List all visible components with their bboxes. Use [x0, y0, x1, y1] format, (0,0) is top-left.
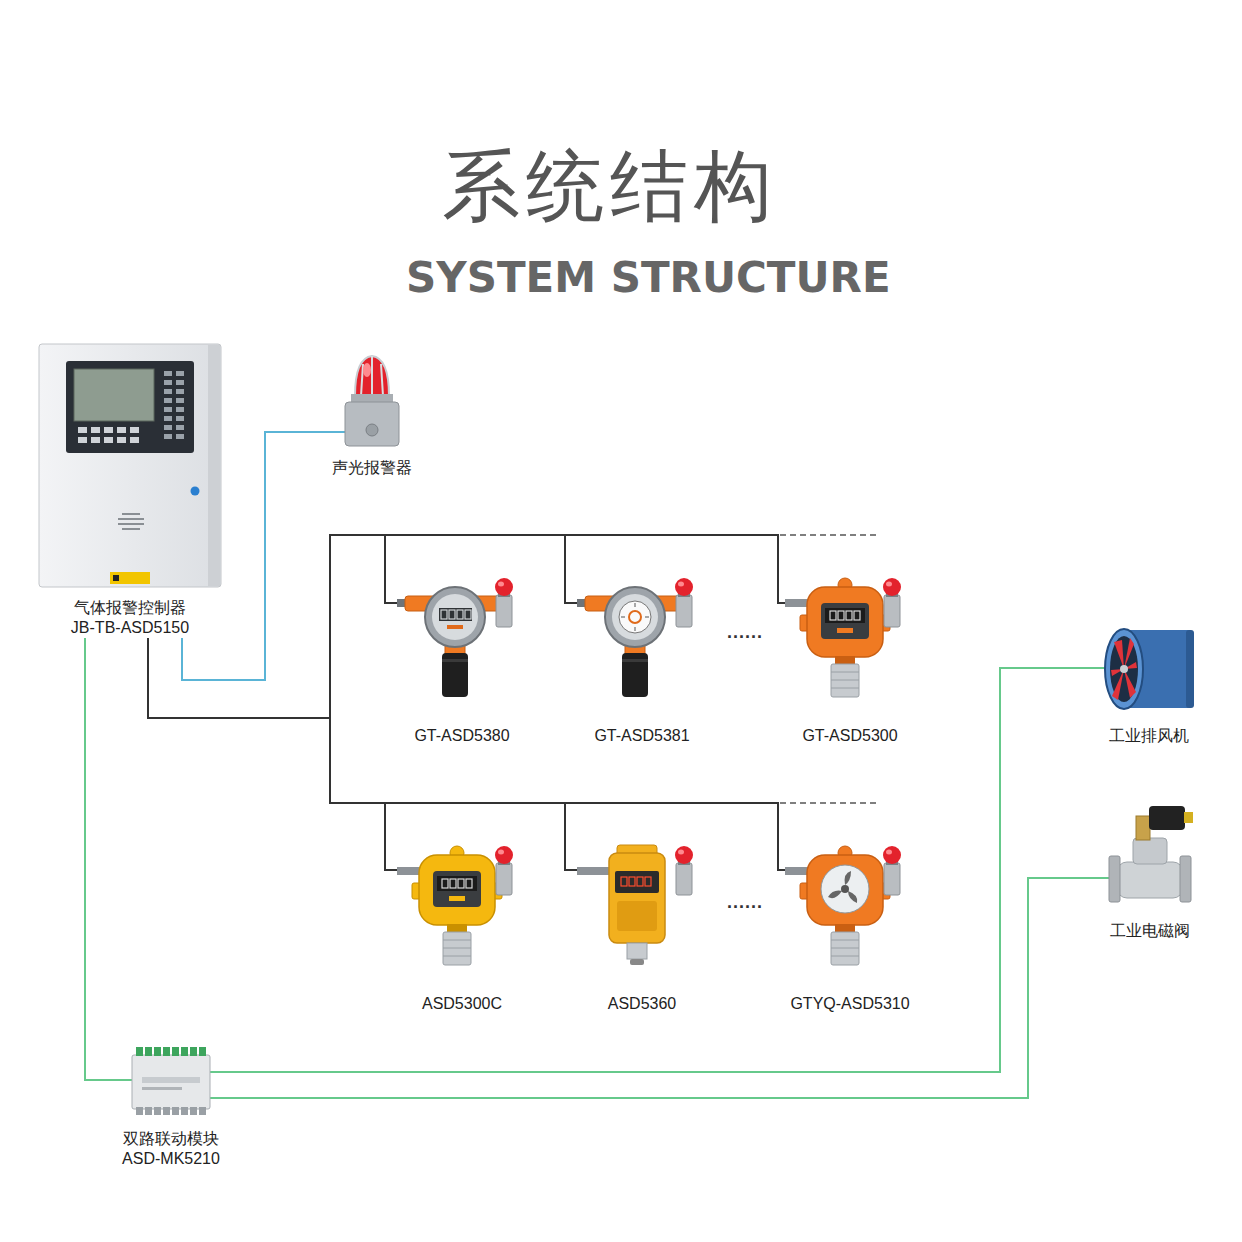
- valve-icon: [1105, 798, 1195, 908]
- bar-digital-icon: [397, 575, 527, 700]
- device-name: GT-ASD5381: [594, 726, 689, 746]
- house-yellow-icon: [397, 843, 527, 968]
- solenoid-valve: 工业电磁阀: [1105, 798, 1195, 941]
- device-picture: [337, 350, 407, 450]
- device-name: 双路联动模块: [123, 1129, 219, 1149]
- signal-wire: [148, 638, 785, 870]
- device-name: 工业电磁阀: [1110, 921, 1190, 941]
- house-fan-icon: [785, 843, 915, 968]
- exhaust-fan: 工业排风机: [1100, 622, 1198, 746]
- strobe-siren: 声光报警器: [328, 350, 416, 478]
- device-name: ASD5360: [608, 994, 677, 1014]
- device-name: 声光报警器: [332, 458, 412, 478]
- signal-wire: [148, 535, 785, 718]
- device-picture: [785, 843, 915, 968]
- device-name: GT-ASD5300: [802, 726, 897, 746]
- device-name: 气体报警控制器: [74, 598, 186, 618]
- bus-extension-top: [780, 534, 876, 536]
- signal-wire: [224, 668, 1100, 1072]
- linkage-module: 双路联动模块ASD-MK5210: [118, 1045, 224, 1169]
- gas-detector: GTYQ-ASD5310: [785, 843, 915, 1014]
- module-icon: [130, 1045, 212, 1117]
- diagram-title: 系统结构: [442, 141, 778, 231]
- device-name: ASD5300C: [422, 994, 502, 1014]
- signal-wire: [85, 638, 118, 1080]
- gas-detector: GT-ASD5381: [577, 575, 707, 746]
- device-picture: [577, 843, 707, 968]
- ellipsis: ......: [727, 892, 763, 912]
- device-picture: [577, 575, 707, 700]
- device-picture: [1100, 622, 1198, 717]
- device-name: 工业排风机: [1109, 726, 1189, 746]
- gas-detector: ASD5300C: [397, 843, 527, 1014]
- device-picture: [397, 843, 527, 968]
- device-picture: [785, 575, 915, 700]
- fan-icon: [1100, 622, 1198, 717]
- bar-gauge-icon: [577, 575, 707, 700]
- ellipsis: ......: [727, 622, 763, 642]
- device-name: GT-ASD5380: [414, 726, 509, 746]
- gas-detector: GT-ASD5300: [785, 575, 915, 746]
- subtitle: SYSTEM STRUCTURE: [406, 253, 891, 303]
- device-picture: [1105, 798, 1195, 908]
- signal-wire: [148, 638, 577, 870]
- signal-wire: [148, 638, 397, 870]
- gas-alarm-controller: 气体报警控制器JB-TB-ASD5150: [38, 343, 222, 638]
- alarm-icon: [337, 350, 407, 450]
- gas-detector: ASD5360: [577, 843, 707, 1014]
- tall-icon: [577, 843, 707, 968]
- gas-detector: GT-ASD5380: [397, 575, 527, 746]
- device-name: GTYQ-ASD5310: [790, 994, 909, 1014]
- house-orange-icon: [785, 575, 915, 700]
- bus-extension-bottom: [780, 802, 876, 804]
- device-picture: [397, 575, 527, 700]
- model-number: JB-TB-ASD5150: [71, 618, 189, 638]
- model-number: ASD-MK5210: [122, 1149, 220, 1169]
- device-picture: [130, 1045, 212, 1117]
- device-picture: [38, 343, 222, 588]
- controller-icon: [38, 343, 222, 588]
